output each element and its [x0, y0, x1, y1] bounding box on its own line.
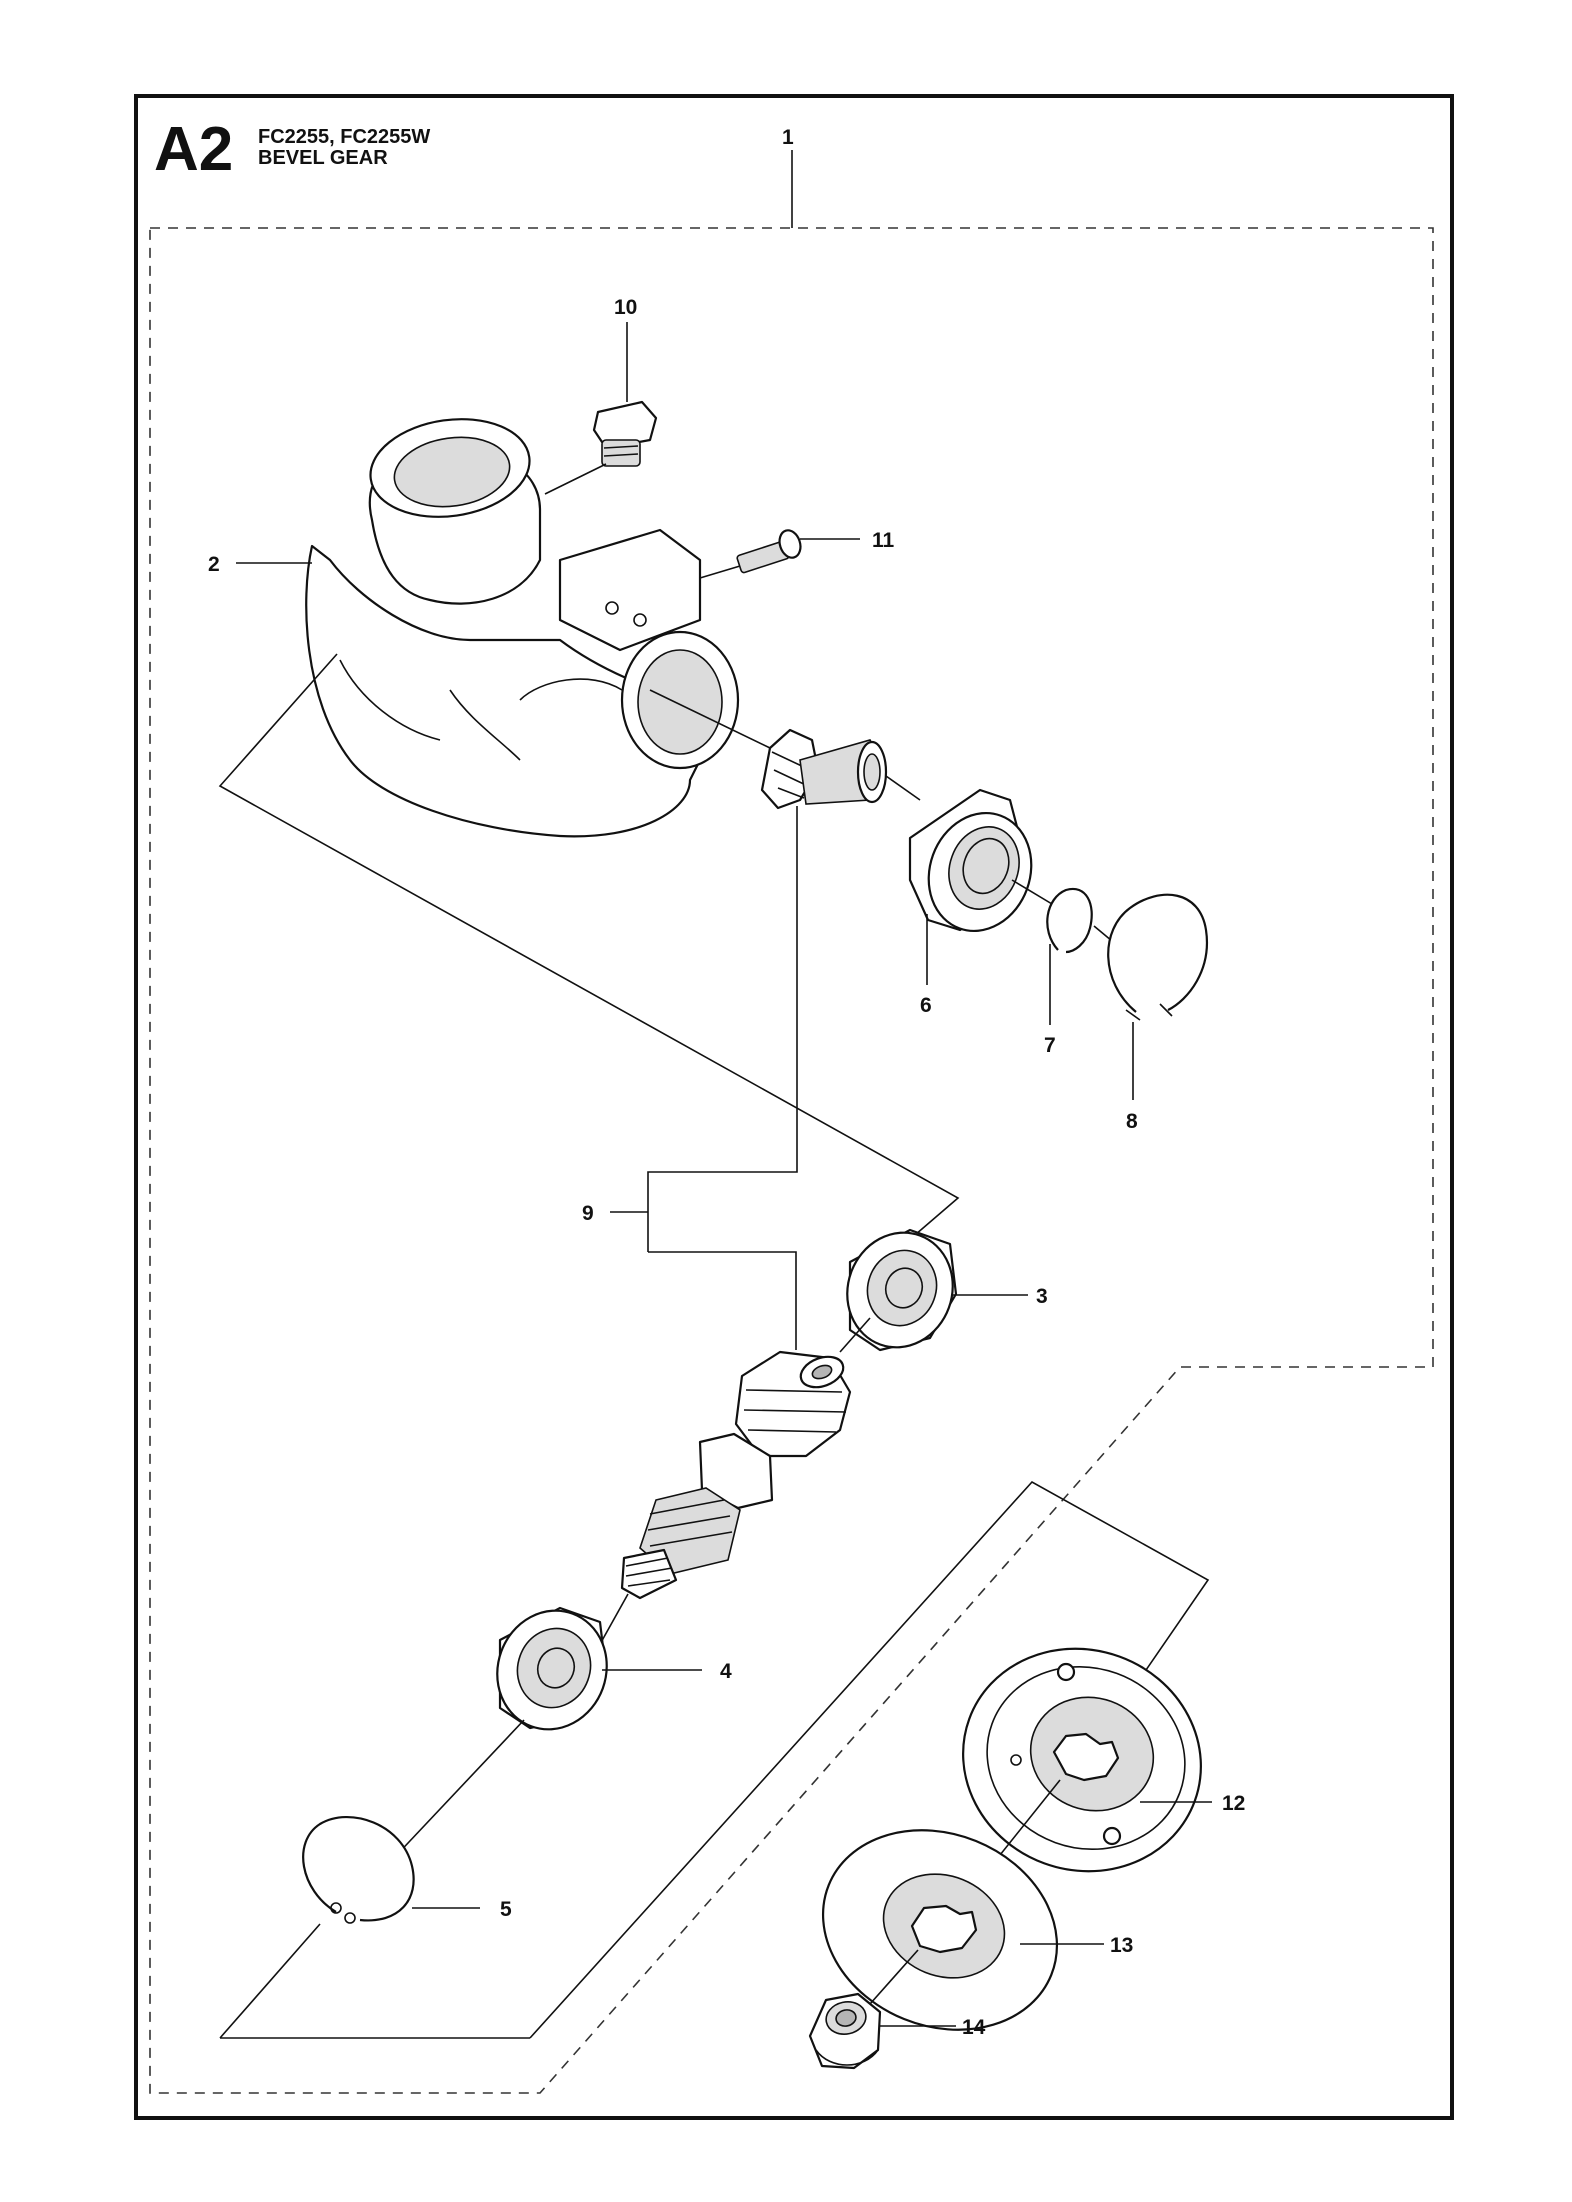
bevel-gear-shaft [620, 1350, 852, 1600]
assembly-name: BEVEL GEAR [258, 147, 388, 169]
callout-14: 14 [962, 2016, 986, 2039]
callout-6: 6 [920, 994, 932, 1017]
circlip-5 [302, 1815, 415, 1922]
circlip5-axis [219, 1923, 321, 2039]
pinion-axis-in [649, 689, 771, 749]
callout-3: 3 [1036, 1285, 1048, 1308]
leader-9-lower [648, 1251, 797, 1350]
leader-9-upper [647, 806, 798, 1252]
callout-7: 7 [1044, 1034, 1056, 1057]
callout-4: 4 [720, 1660, 732, 1683]
section-code: A2 [154, 115, 233, 184]
blade-nut [808, 1992, 882, 2070]
clamp-screw [736, 529, 802, 574]
pinion-gear [760, 728, 888, 810]
bearing-6 [908, 788, 1033, 933]
support-cup [821, 1829, 1059, 2031]
callout-9: 9 [582, 1202, 594, 1225]
callout-8: 8 [1126, 1110, 1138, 1133]
circlip-large [1107, 893, 1209, 1013]
oil-plug [592, 400, 658, 467]
drive-disc [962, 1647, 1202, 1873]
pinion-axis-out [885, 775, 921, 801]
circlip-small [1046, 887, 1093, 954]
model-numbers: FC2255, FC2255W [258, 126, 430, 148]
group-boundary-1 [149, 227, 1434, 2094]
gear-housing [305, 418, 740, 838]
callout-11: 11 [872, 529, 895, 552]
callout-13: 13 [1110, 1934, 1133, 1957]
cup-axis [869, 1949, 919, 2005]
page-frame [134, 94, 1454, 2120]
callout-1: 1 [782, 126, 794, 149]
bearing3-axis [839, 1317, 871, 1353]
bearing-4 [496, 1606, 608, 1731]
callout-12: 12 [1222, 1792, 1245, 1815]
callout-5: 5 [500, 1898, 512, 1921]
housing-bearing-bracket [218, 653, 960, 1266]
bearing4-axis [391, 1719, 525, 1861]
bearing-3 [846, 1228, 958, 1352]
screw-axis [699, 565, 741, 579]
callout-2: 2 [208, 553, 220, 576]
callout-10: 10 [614, 296, 637, 319]
plug-axis [544, 463, 607, 495]
